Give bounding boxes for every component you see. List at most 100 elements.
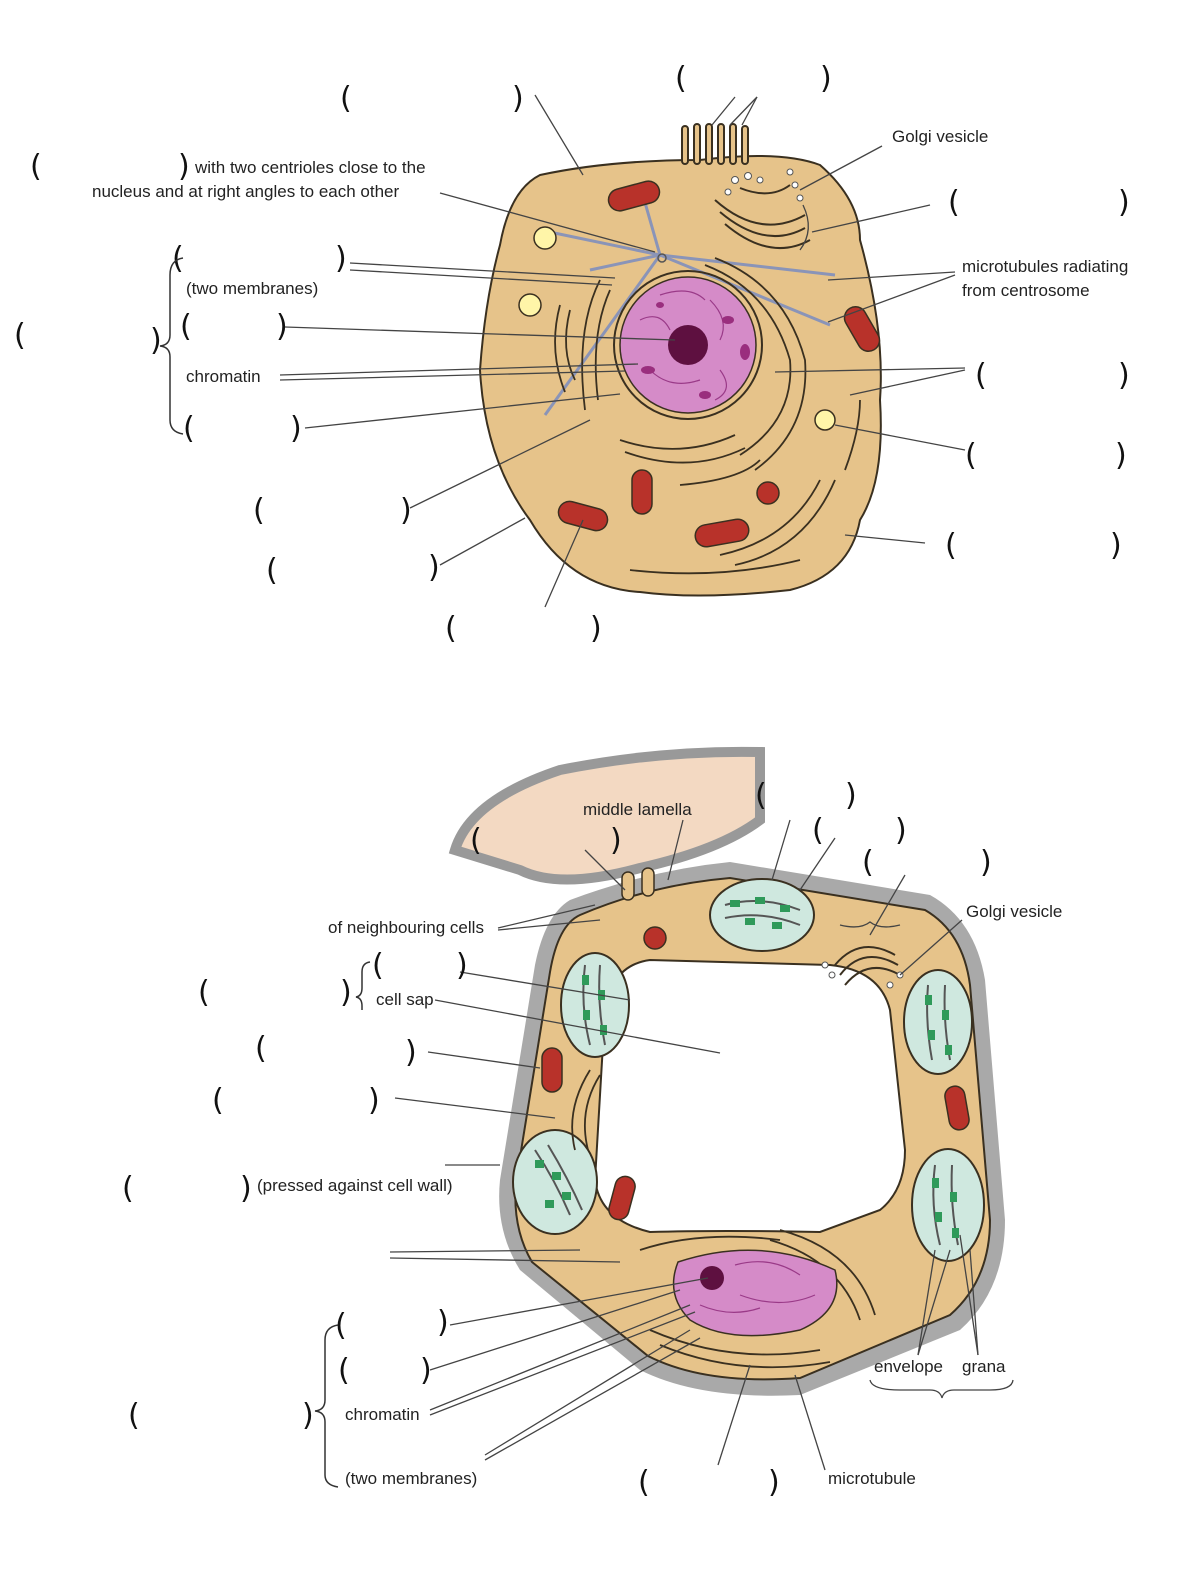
centriole-cross-section [756,481,780,505]
neighbouring-cell [448,746,765,885]
microtubule-label: microtubule [828,1469,916,1488]
neighbouring-cells-label: of neighbouring cells [328,918,484,937]
svg-text:): ) [610,823,622,858]
svg-text:(: ( [862,845,874,880]
centrosome-note-1: with two centrioles close to the [194,158,426,177]
chloroplast [903,969,973,1075]
svg-text:(: ( [212,1083,224,1118]
svg-text:): ) [368,1083,380,1118]
svg-text:): ) [335,241,347,276]
animal-golgi [714,184,811,249]
plant-blank-brackets: () () () () () () () () () () () () () [122,778,992,1500]
plant-nucleolus [700,1266,724,1290]
chloroplasts [512,878,985,1262]
svg-text:): ) [512,81,524,116]
svg-text:(: ( [266,553,278,588]
svg-text:): ) [768,1465,780,1500]
chloroplast [709,878,815,952]
chloroplast [911,1148,985,1262]
golgi-vesicle-label: Golgi vesicle [892,127,988,146]
animal-lysosomes [518,226,836,431]
svg-text:): ) [456,948,468,983]
svg-text:): ) [980,845,992,880]
svg-text:(: ( [945,528,957,563]
plant-two-membranes-label: (two membranes) [345,1469,477,1488]
svg-text:): ) [845,778,857,813]
svg-text:): ) [240,1171,252,1206]
svg-text:): ) [420,1353,432,1388]
svg-text:): ) [590,611,602,646]
svg-text:(: ( [255,1031,267,1066]
svg-text:): ) [1118,358,1130,393]
plant-golgi-vesicle-label: Golgi vesicle [966,902,1062,921]
svg-text:): ) [428,550,440,585]
svg-text:): ) [178,149,190,184]
plant-golgi [834,946,901,986]
svg-text:(: ( [335,1308,347,1343]
svg-text:(: ( [14,318,26,353]
svg-text:(: ( [755,778,767,813]
svg-text:): ) [1118,185,1130,220]
plant-labels: middle lamella of neighbouring cells Gol… [257,800,1062,1488]
pressed-against-wall-label: (pressed against cell wall) [257,1176,453,1195]
svg-text:): ) [405,1035,417,1070]
microvilli [681,123,749,165]
svg-text:(: ( [340,81,352,116]
plasmodesmata [621,867,655,901]
svg-text:): ) [895,813,907,848]
svg-text:(: ( [183,411,195,446]
svg-text:(: ( [470,823,482,858]
svg-text:): ) [302,1398,314,1433]
svg-text:): ) [150,323,162,358]
two-membranes-label: (two membranes) [186,279,318,298]
svg-text:(: ( [975,358,987,393]
plant-chromatin-label: chromatin [345,1405,420,1424]
plant-centriole [643,926,667,950]
svg-text:): ) [290,411,302,446]
svg-text:(: ( [638,1465,650,1500]
svg-text:): ) [437,1305,449,1340]
plant-cell-diagram: () () () () () () () () () () () () () m… [122,746,1062,1500]
svg-text:(: ( [30,149,42,184]
chloroplast [560,952,630,1058]
svg-text:): ) [1110,528,1122,563]
animal-leader-lines [279,94,966,608]
envelope-label: envelope [874,1357,943,1376]
grana-label: grana [962,1357,1006,1376]
animal-nucleolus [668,325,708,365]
svg-text:(: ( [172,241,184,276]
svg-text:): ) [400,493,412,528]
plant-leader-lines [389,819,1014,1471]
animal-mitochondria [557,180,881,548]
svg-text:(: ( [675,61,687,96]
plant-mitochondria [541,1047,970,1221]
svg-text:(: ( [122,1171,134,1206]
animal-golgi-vesicles [724,168,804,202]
svg-text:(: ( [812,813,824,848]
svg-text:(: ( [948,185,960,220]
chloroplast [512,1129,598,1235]
svg-text:(: ( [372,948,384,983]
svg-text:(: ( [253,493,265,528]
animal-nucleus [613,270,763,420]
microtubules-label-1: microtubules radiating [962,257,1128,276]
svg-text:(: ( [128,1398,140,1433]
svg-text:(: ( [338,1353,350,1388]
svg-text:): ) [340,975,352,1010]
plant-vacuole [593,958,907,1234]
cell-sap-label: cell sap [376,990,434,1009]
svg-text:(: ( [445,611,457,646]
animal-labels: with two centrioles close to the nucleus… [92,127,1128,386]
animal-cell-diagram: () () () () () () () () () () () () () (… [14,61,1130,646]
centrosome-note-2: nucleus and at right angles to each othe… [92,182,399,201]
svg-text:(: ( [198,975,210,1010]
svg-text:): ) [820,61,832,96]
svg-text:): ) [1115,438,1127,473]
centrosome [657,253,667,263]
plant-nucleus [672,1249,838,1337]
chromatin-label: chromatin [186,367,261,386]
svg-text:(: ( [965,438,977,473]
middle-lamella-label: middle lamella [583,800,692,819]
microtubules-label-2: from centrosome [962,281,1090,300]
